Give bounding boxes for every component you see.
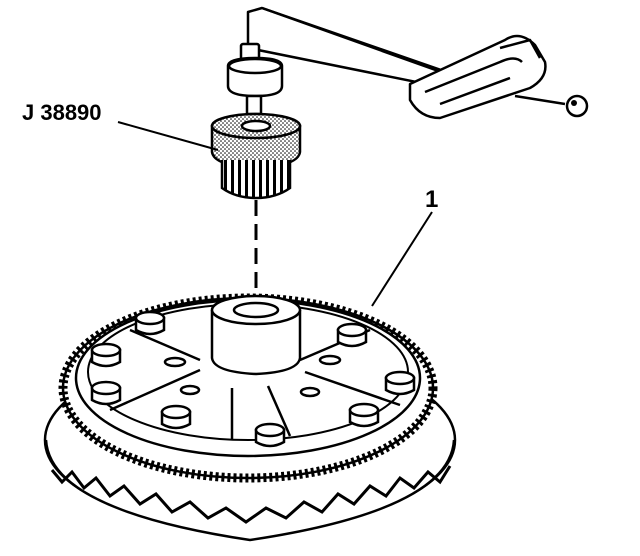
part-leader-line: [371, 211, 433, 307]
part-callout-label: 1: [425, 186, 439, 213]
torque-wrench: [246, 6, 589, 120]
bolt: [90, 380, 122, 406]
bolt: [336, 322, 368, 348]
tool-callout-label: J 38890: [22, 100, 102, 125]
wrench-drive: [226, 42, 284, 116]
bolt: [90, 342, 122, 368]
tool-leader-line: [117, 121, 219, 151]
bolt: [348, 402, 380, 428]
tool-j38890: [210, 112, 302, 200]
bolt: [160, 404, 192, 430]
bolt: [134, 310, 166, 336]
bolt: [254, 422, 286, 448]
bolt: [384, 370, 416, 396]
case-bolts: [90, 310, 416, 448]
